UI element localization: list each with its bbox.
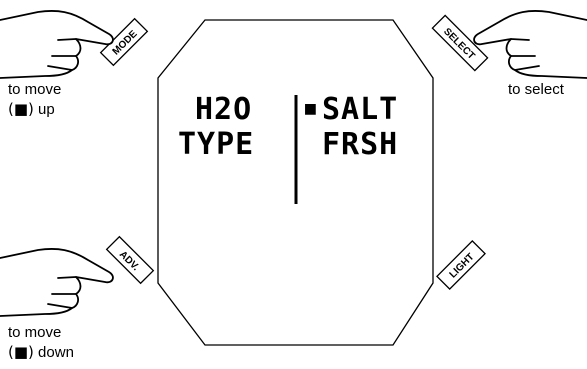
light-button[interactable]: LIGHT [437, 241, 485, 289]
select-instruction: to select [508, 80, 564, 100]
display-left-line1: H2O [195, 93, 252, 127]
display-selector-marker: ■ [305, 92, 317, 126]
adv-instruction-direction: down [34, 344, 74, 361]
square-marker-icon: (■) [8, 343, 34, 361]
pointing-hand-icon [0, 249, 113, 316]
display-right-line1: SALT [322, 93, 398, 127]
adv-instruction-line2: (■) down [8, 342, 74, 363]
adv-instruction-line1: to move [8, 323, 61, 343]
display-right-line2: FRSH [322, 128, 398, 162]
pointing-hand-icon [0, 11, 113, 78]
pointing-hand-icon [474, 11, 587, 78]
mode-instruction-direction: up [34, 101, 55, 118]
square-marker-icon: (■) [8, 100, 34, 118]
mode-instruction-line1: to move [8, 80, 61, 100]
display-left-line2: TYPE [178, 128, 254, 162]
mode-instruction-line2: (■) up [8, 99, 55, 120]
